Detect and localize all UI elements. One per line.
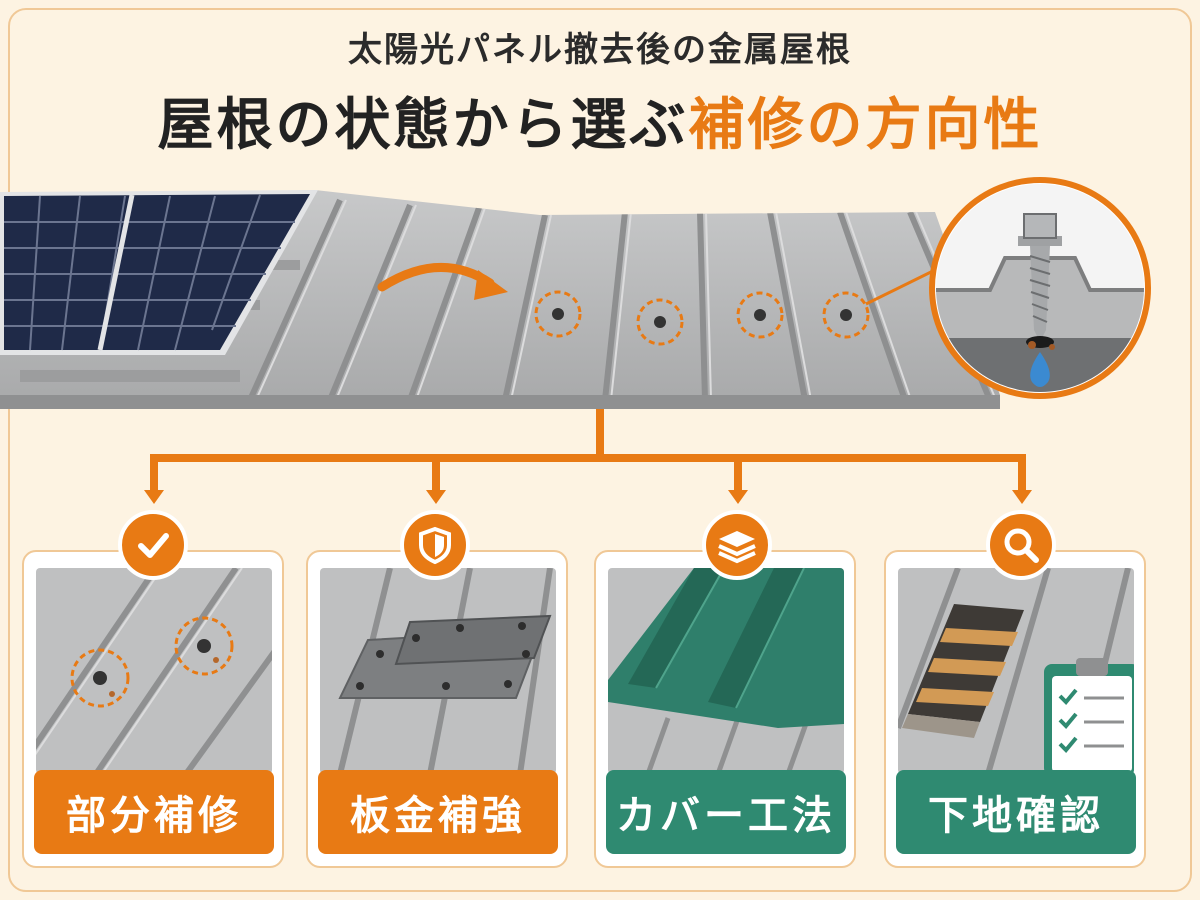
subtitle: 太陽光パネル撤去後の金属屋根 [348,30,852,70]
shield-badge [400,510,470,580]
branch-lines [150,409,1026,494]
clipboard-icon [1044,658,1134,774]
sheet-metal-image [320,568,556,774]
check-icon [138,533,169,558]
option-card-cover-method[interactable]: カバー工法 [594,550,856,868]
layers-icon [718,531,756,564]
substrate-check-image [898,568,1134,774]
shield-icon [419,526,451,565]
layers-badge [702,510,772,580]
option-card-substrate-check[interactable]: 下地確認 [884,550,1146,868]
water-drop-icon [1030,352,1050,387]
page-title: 屋根の状態から選ぶ補修の方向性 [0,80,1200,161]
title-main: 屋根の状態から選ぶ [157,93,689,158]
screw-hole-4 [822,291,870,339]
partial-repair-image [36,568,272,774]
option-label: 部分補修 [34,770,274,854]
branch-arrowheads [144,490,1032,504]
title-highlight: 補修の方向性 [688,93,1043,158]
screw-hole-3 [736,291,784,339]
option-label: 板金補強 [318,770,558,854]
screw-hole-2 [636,298,684,346]
roof-edge [0,395,1000,409]
option-card-sheet-metal-reinforcement[interactable]: 板金補強 [306,550,568,868]
screw-hole-1 [534,290,582,338]
option-card-partial-repair[interactable]: 部分補修 [22,550,284,868]
option-label: カバー工法 [606,770,846,854]
screw-holes [534,290,870,346]
option-label: 下地確認 [896,770,1136,854]
magnifier-badge [986,510,1056,580]
zoom-connector [865,268,936,306]
magnifier-icon [1004,528,1039,563]
solar-panel [0,190,318,355]
check-badge [118,510,188,580]
removal-arrow-icon [377,263,508,300]
cover-method-image [608,568,844,774]
screw-leak-detail [929,177,1151,399]
